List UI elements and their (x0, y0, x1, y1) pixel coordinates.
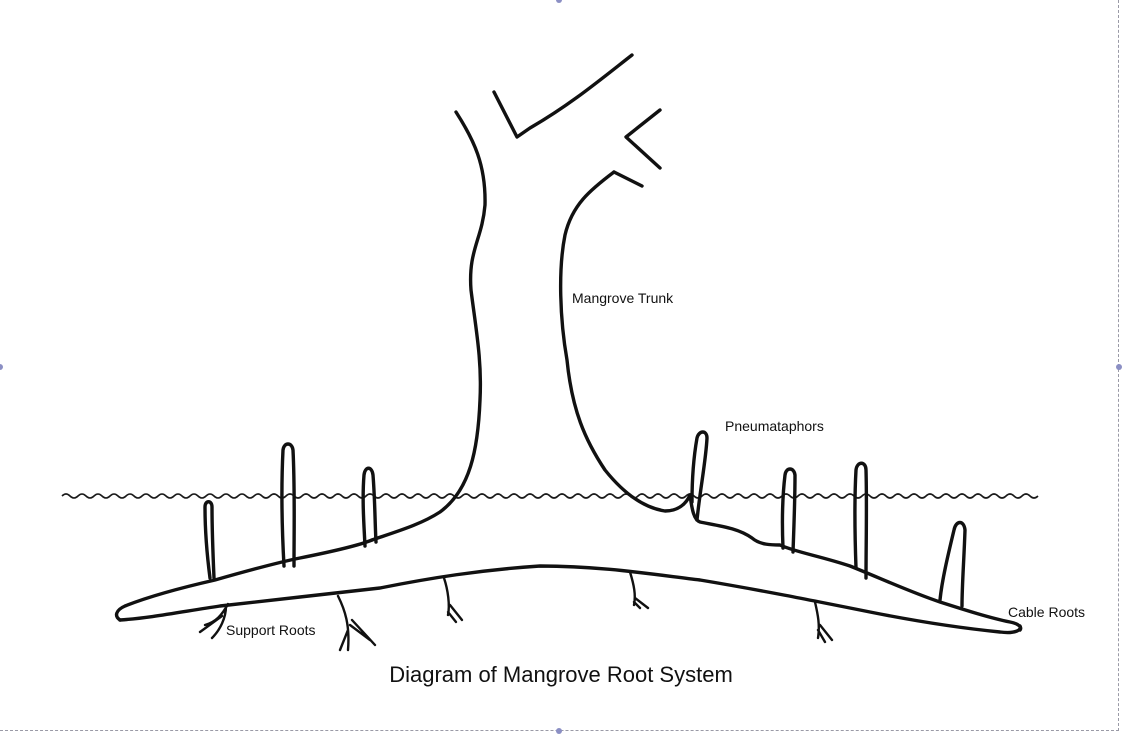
support-root-1 (198, 602, 230, 640)
right-root-top (688, 493, 1023, 632)
pneumatophore-right-4 (938, 520, 967, 608)
resize-handle-top[interactable] (556, 0, 562, 3)
pneumatophore-left-2 (280, 442, 296, 568)
pneumatophore-right-1 (690, 430, 709, 522)
pneumatophore-left-1 (203, 500, 216, 580)
water-surface-line (61, 493, 1039, 499)
cable-roots-label: Cable Roots (1008, 604, 1086, 620)
support-root-3 (442, 576, 464, 624)
trunk-label: Mangrove Trunk (572, 290, 674, 306)
pneumatophore-right-3 (853, 461, 869, 580)
support-root-4 (628, 570, 650, 610)
support-roots-label: Support Roots (226, 622, 316, 638)
resize-handle-bottom[interactable] (556, 728, 562, 734)
diagram-caption: Diagram of Mangrove Root System (389, 662, 733, 687)
left-root-top (114, 538, 374, 622)
branch-stub (612, 170, 644, 188)
branch-right (624, 108, 662, 170)
trunk-right-edge (558, 170, 692, 513)
support-root-5 (813, 600, 834, 644)
support-root-2 (336, 594, 377, 652)
resize-handle-left[interactable] (0, 364, 3, 370)
resize-handle-right[interactable] (1116, 364, 1122, 370)
cable-root-bottom (118, 564, 1022, 635)
branch-left (492, 53, 634, 139)
pneumatophore-right-2 (780, 467, 797, 554)
trunk-left-edge (370, 110, 487, 542)
pneumatophore-left-3 (361, 466, 378, 548)
pneumatophores-label: Pneumataphors (725, 418, 824, 434)
